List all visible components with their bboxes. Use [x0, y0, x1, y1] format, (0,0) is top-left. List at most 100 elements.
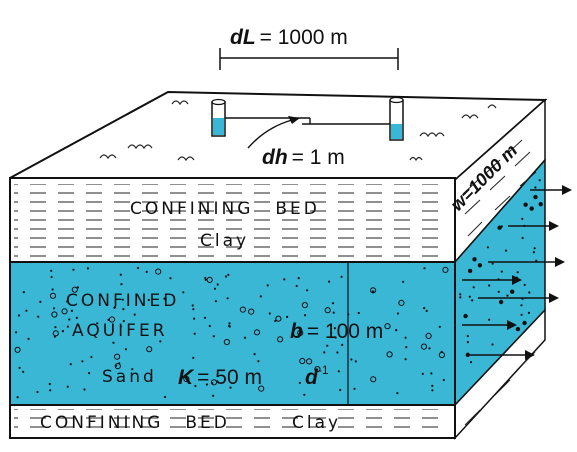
- sand-grain: [68, 318, 71, 321]
- sand-grain: [253, 353, 256, 356]
- sand-grain: [314, 366, 321, 373]
- sand-grain: [51, 311, 58, 318]
- sand-grain: [459, 293, 462, 296]
- sand-grain: [22, 291, 25, 294]
- sand-grain: [146, 346, 153, 353]
- sand-grain: [108, 316, 116, 323]
- sand-grain: [277, 336, 284, 343]
- sand-grain: [71, 286, 78, 293]
- sand-grain: [459, 296, 462, 299]
- sand-grain: [122, 320, 125, 323]
- sand-grain: [258, 385, 265, 392]
- sand-grain: [155, 268, 162, 275]
- sand-grain: [326, 344, 329, 347]
- sand-grain: [405, 346, 408, 349]
- sand-grain: [477, 263, 483, 268]
- sand-grain: [159, 340, 162, 343]
- sand-grain: [510, 289, 515, 294]
- b-label: b= 100 m: [290, 320, 383, 343]
- sand-grain: [497, 290, 500, 293]
- sand-grain: [229, 386, 232, 389]
- sand-grain: [193, 317, 196, 320]
- sand-grain: [210, 379, 218, 386]
- sand-grain: [468, 295, 471, 298]
- sand-grain: [423, 307, 426, 310]
- sand-grain: [469, 361, 473, 364]
- flow-arrows: [462, 189, 565, 356]
- sand-grain: [114, 353, 121, 360]
- front-aquifer: [9, 261, 456, 406]
- sand-grain: [122, 308, 125, 311]
- sand-grain: [522, 320, 527, 326]
- sand-grain: [303, 314, 307, 317]
- sand-grain: [81, 360, 84, 363]
- sand-grain: [428, 347, 431, 350]
- grass-tufts: [99, 100, 497, 162]
- sand-grain: [16, 396, 19, 399]
- sand-grain: [212, 394, 215, 397]
- sand-grain: [216, 283, 219, 286]
- sand-grain: [283, 278, 286, 281]
- sand-dots: [14, 179, 543, 399]
- sand-grain: [61, 308, 68, 315]
- sand-grain: [192, 308, 195, 311]
- sand-grain: [472, 286, 475, 289]
- lower-clay-label: Clay: [292, 413, 341, 433]
- sand-grain: [37, 315, 40, 318]
- sand-grain: [298, 381, 301, 384]
- sand-grain: [88, 372, 91, 375]
- sand-grain: [404, 358, 407, 361]
- sand-grain: [121, 298, 124, 301]
- sand-grain: [333, 327, 336, 330]
- sand-grain: [194, 384, 197, 388]
- sand-grain: [442, 378, 445, 382]
- sand-grain: [341, 343, 344, 346]
- sand-grain: [297, 277, 300, 280]
- sand-grain: [118, 362, 121, 365]
- sand-grain: [192, 356, 195, 359]
- sand-grain: [286, 315, 289, 318]
- sand-grain: [520, 304, 523, 307]
- sand-grain: [206, 276, 213, 283]
- sand-grain: [421, 372, 424, 375]
- sand-grain: [336, 351, 339, 354]
- sand-grain: [257, 360, 260, 363]
- sand-grain: [66, 300, 69, 303]
- sand-grain: [425, 332, 432, 339]
- sand-grain: [224, 275, 228, 278]
- sand-grain: [253, 329, 261, 336]
- sand-grain: [334, 336, 337, 339]
- sand-grain: [396, 312, 400, 315]
- sand-grain: [340, 275, 343, 278]
- sand-grain: [339, 388, 342, 392]
- sand-grain: [226, 297, 229, 300]
- sand-grain: [113, 306, 116, 309]
- sand-grain: [538, 179, 541, 182]
- sand-grain: [150, 376, 153, 379]
- sand-grain: [306, 289, 309, 292]
- sand-grain: [223, 338, 230, 346]
- sand-grain: [466, 341, 469, 344]
- sand-grain: [297, 329, 304, 336]
- sand-grain: [50, 269, 53, 272]
- sand-grain: [438, 325, 441, 328]
- sand-grain: [204, 278, 207, 281]
- sand-grain: [533, 247, 536, 250]
- sand-grain: [115, 364, 118, 367]
- sand-grain: [521, 217, 524, 220]
- sand-grain: [466, 353, 470, 356]
- sand-grain: [136, 266, 140, 270]
- sand-grain: [39, 300, 42, 303]
- sand-grain: [471, 299, 474, 302]
- sand-grain: [69, 363, 72, 366]
- sand-grain: [357, 311, 360, 315]
- sand-grain: [49, 389, 52, 392]
- sand-grain: [523, 283, 526, 286]
- sand-grain: [395, 329, 398, 332]
- sand-grain: [17, 314, 21, 317]
- sand-grain: [463, 313, 468, 319]
- sand-grain: [76, 286, 79, 289]
- dl-dimension-line: [219, 48, 399, 70]
- sand-grain: [520, 313, 523, 316]
